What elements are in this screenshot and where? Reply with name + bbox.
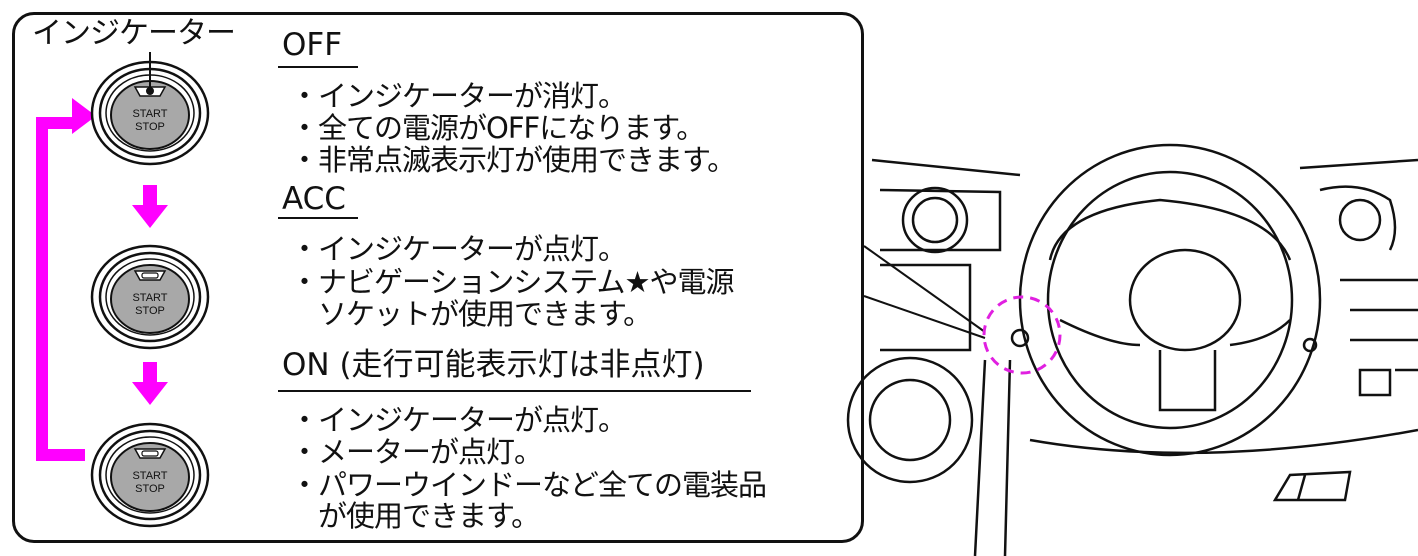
return-arrow (36, 98, 96, 461)
mode-item: ・非常点滅表示灯が使用できます。 (290, 143, 736, 177)
start-button-highlight-circle (982, 295, 1062, 375)
button-label-stop: STOP (135, 305, 165, 317)
mode-item: ・インジケーターが点灯。 (290, 232, 627, 266)
callout-lines (863, 245, 986, 339)
button-label-start: START (132, 108, 167, 120)
down-arrow-1 (132, 185, 168, 228)
cycle-arrows (36, 98, 168, 461)
divider (278, 217, 358, 219)
button-label-stop: STOP (135, 483, 165, 495)
mode-item: ・インジケーターが点灯。 (290, 403, 627, 437)
mode-item: ソケットが使用できます。 (290, 297, 652, 331)
mode-item: ・メーターが点灯。 (290, 435, 543, 469)
mode-item: ・インジケーターが消灯。 (290, 79, 627, 113)
button-label-stop: STOP (135, 121, 165, 133)
mode-item: ・ナビゲーションシステム★や電源 (290, 265, 735, 299)
mode-item: ・全ての電源がOFFになります。 (290, 111, 705, 145)
button-label-start: START (132, 470, 167, 482)
divider (278, 390, 751, 392)
divider (278, 66, 358, 68)
mode-item: が使用できます。 (290, 499, 540, 533)
dashboard-illustration (846, 143, 1418, 556)
button-label-start: START (132, 292, 167, 304)
mode-item: ・パワーウインドーなど全ての電装品 (290, 468, 767, 502)
mode-title-on: ON (走行可能表示灯は非点灯) (282, 347, 705, 383)
down-arrow-2 (132, 362, 168, 405)
indicator-label: インジケーター (32, 16, 236, 51)
steering-wheel (1018, 143, 1322, 457)
mode-title-acc: ACC (282, 181, 346, 217)
mode-title-off: OFF (282, 27, 343, 63)
